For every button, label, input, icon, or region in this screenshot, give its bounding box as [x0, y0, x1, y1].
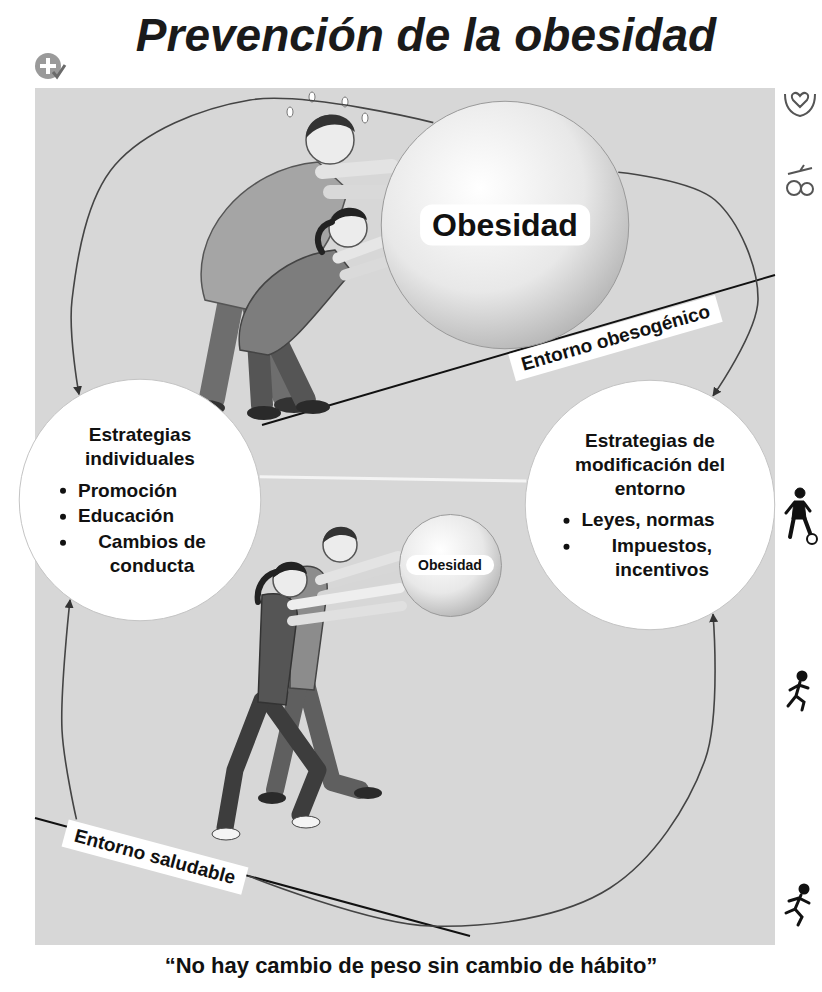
runner-icon	[788, 672, 808, 710]
food-icon	[801, 183, 813, 195]
ball-label: Obesidad	[406, 555, 494, 575]
obesity-ball: Obesidad	[399, 514, 502, 617]
node-content: Obesidad	[420, 205, 590, 246]
circle-shape	[525, 380, 774, 629]
bullet-text: Leyes, normas	[582, 508, 715, 532]
bullet-list: Leyes, normasImpuestos, incentivos	[558, 508, 743, 581]
woman-running	[212, 562, 402, 840]
bullet-dot	[564, 518, 570, 524]
ball-label: Obesidad	[420, 205, 590, 246]
man-pushing	[362, 113, 368, 123]
bullet-item: Promoción	[54, 478, 226, 502]
woman-running	[273, 562, 307, 578]
bullet-dot	[60, 539, 66, 545]
care-hands-icon	[785, 94, 815, 116]
node-heading-row: Obesidad	[420, 205, 590, 246]
food-icon	[787, 181, 801, 195]
bullet-list: PromociónEducaciónCambios de conducta	[54, 478, 226, 577]
bullet-text: Impuestos, incentivos	[582, 534, 743, 582]
bullet-item: Leyes, normas	[558, 508, 743, 532]
woman-running	[292, 606, 402, 621]
woman-running	[292, 588, 400, 605]
soccer-player-icon	[795, 488, 805, 498]
caption-text: “No hay cambio de peso sin cambio de háb…	[0, 953, 822, 979]
bullet-item: Impuestos, incentivos	[558, 534, 743, 582]
woman-running	[212, 828, 240, 840]
node-content: Entorno saludable	[72, 825, 238, 889]
woman-pushing	[239, 208, 398, 420]
woman-running	[258, 572, 276, 602]
circle-shape	[524, 379, 776, 631]
man-pushing	[322, 166, 392, 172]
arrow-connector	[248, 614, 715, 926]
strategy-circle: Estrategias de modificación del entornoL…	[524, 379, 776, 631]
bullet-item: Educación	[54, 504, 226, 528]
woman-pushing	[318, 222, 332, 252]
man-running	[354, 787, 382, 799]
man-running	[258, 527, 400, 804]
runner-icon	[786, 885, 809, 925]
bullet-item: Cambios de conducta	[54, 530, 226, 578]
soccer-player-icon	[786, 503, 810, 513]
background-panel	[35, 88, 775, 945]
man-running	[258, 792, 286, 804]
woman-running	[225, 700, 262, 828]
bullet-text: Educación	[78, 504, 174, 528]
strategy-circle: Estrategias individualesPromociónEducaci…	[18, 378, 262, 622]
woman-pushing	[296, 400, 330, 414]
obesity-ball: Obesidad	[380, 100, 630, 350]
environment-label: Entorno saludable	[72, 825, 238, 889]
ball-shape	[381, 101, 629, 349]
strategy-heading: Estrategias de modificación del entorno	[558, 429, 743, 500]
soccer-player-icon	[807, 534, 817, 544]
man-pushing	[287, 107, 293, 117]
man-pushing	[306, 115, 355, 138]
bullet-dot	[60, 514, 66, 520]
care-hands-icon	[785, 93, 815, 116]
woman-running	[292, 816, 320, 828]
food-icon	[787, 165, 813, 195]
title-icon	[53, 65, 65, 77]
woman-pushing	[247, 406, 281, 420]
node-heading-row: Obesidad	[406, 555, 494, 575]
arrow-connector	[71, 98, 433, 394]
soccer-player-icon	[790, 517, 810, 537]
woman-pushing	[330, 208, 367, 226]
strategy-heading: Estrategias individuales	[54, 423, 226, 471]
food-icon	[788, 165, 812, 174]
runner-icon	[786, 895, 809, 925]
soccer-player-icon	[786, 488, 817, 544]
woman-running	[258, 594, 297, 705]
care-hands-icon	[792, 93, 808, 107]
bullet-dot	[564, 543, 570, 549]
node-content: Obesidad	[406, 555, 494, 575]
environment-tag: Entorno saludable	[62, 819, 249, 894]
circle-shape	[19, 379, 261, 621]
arrow-connector	[62, 600, 77, 820]
bullet-dot	[60, 488, 66, 494]
bullet-text: Promoción	[78, 478, 177, 502]
title-text: Prevención de la obesidad	[30, 8, 822, 62]
runner-icon	[800, 885, 808, 893]
title-icon	[35, 53, 65, 79]
arrow-connector	[618, 172, 758, 396]
man-pushing	[212, 295, 232, 398]
node-content: Estrategias individualesPromociónEducaci…	[54, 423, 226, 578]
man-running	[323, 527, 357, 543]
link-line	[260, 477, 527, 481]
node-content: Estrategias de modificación del entornoL…	[558, 429, 743, 582]
runner-icon	[788, 682, 808, 710]
woman-running	[268, 700, 318, 815]
ball-shape	[399, 514, 501, 616]
woman-pushing	[239, 250, 352, 355]
runner-icon	[798, 672, 806, 680]
bullet-text: Cambios de conducta	[78, 530, 226, 578]
